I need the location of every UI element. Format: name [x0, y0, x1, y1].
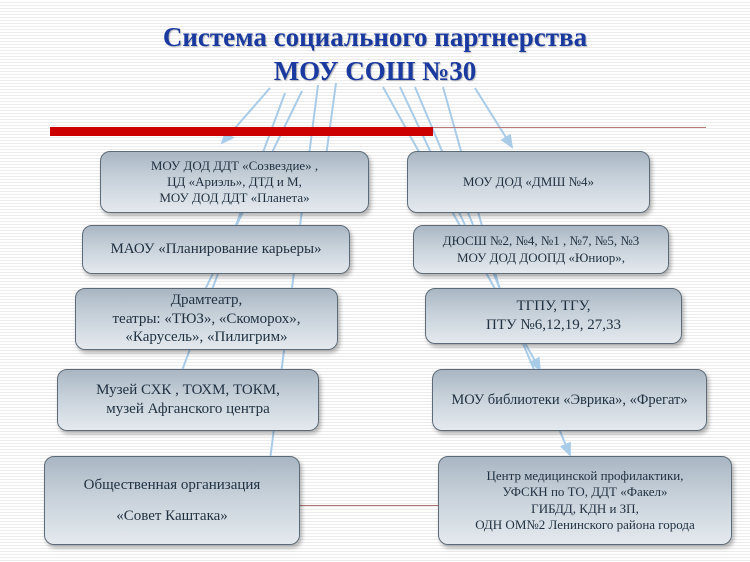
bottom-connector-line: [300, 505, 440, 506]
thin-divider-line: [433, 127, 706, 128]
partner-box-dyussh: ДЮСШ №2, №4, №1 , №7, №5, №3 МОУ ДОД ДОО…: [413, 225, 669, 274]
diagram-subtitle: МОУ СОШ №30: [273, 56, 477, 86]
partner-box-planirovanie-kariery: МАОУ «Планирование карьеры»: [82, 225, 350, 274]
partner-box-medcentr: Центр медицинской профилактики, УФСКН по…: [438, 456, 732, 545]
partner-box-biblioteki: МОУ библиотеки «Эврика», «Фрегат»: [432, 369, 707, 431]
partner-box-muzei: Музей СХК , ТОХМ, ТОКМ, музей Афганского…: [57, 369, 319, 431]
partner-box-sovet-kashtaka: Общественная организация «Совет Каштака»: [44, 456, 300, 545]
partner-box-dmsh-4: МОУ ДОД «ДМШ №4»: [407, 151, 650, 213]
red-divider-bar: [50, 127, 433, 136]
partner-box-vuzy: ТГПУ, ТГУ, ПТУ №6,12,19, 27,33: [425, 288, 682, 344]
diagram-title: Система социального партнерства: [162, 22, 588, 52]
partner-box-teatry: Драмтеатр, театры: «ТЮЗ», «Скоморох», «К…: [75, 288, 338, 350]
partner-box-ddt-sozvezdie: МОУ ДОД ДДТ «Созвездие» , ЦД «Ариэль», Д…: [100, 151, 369, 213]
